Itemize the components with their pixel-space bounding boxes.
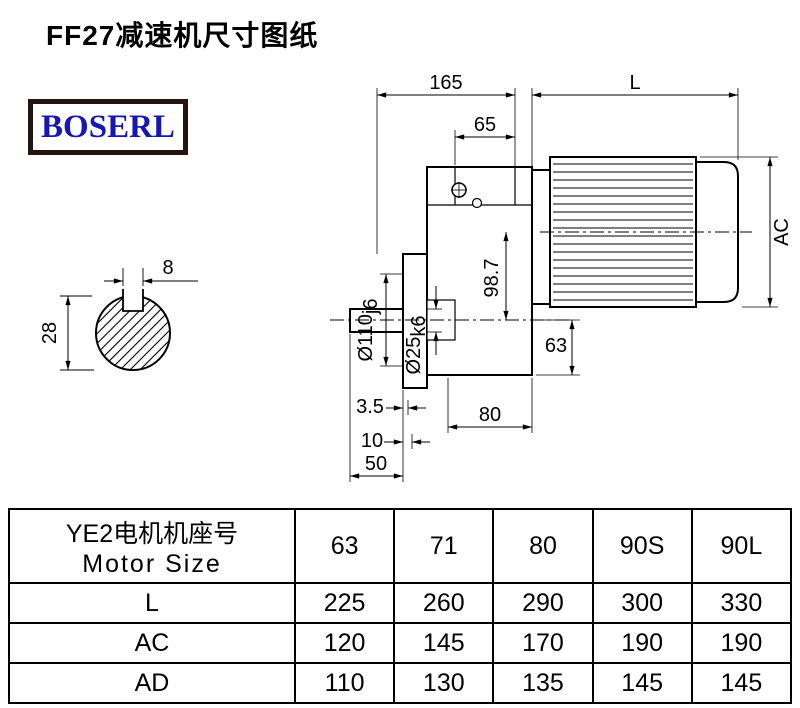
cell-L-80: 290 [492, 582, 594, 624]
table-row-AD: AD 110 130 135 145 145 [8, 662, 793, 704]
cell-L-63: 225 [293, 582, 396, 624]
table-row-AC: AC 120 145 170 190 190 [8, 622, 793, 664]
cell-AC-63: 120 [293, 622, 396, 664]
motor-size-63: 63 [293, 508, 396, 584]
cell-L-71: 260 [393, 582, 495, 624]
boserl-logo: BOSERL [28, 99, 188, 155]
cell-AC-80: 170 [492, 622, 594, 664]
dimension-table: YE2电机机座号 Motor Size 63 71 80 90S 90L L 2… [8, 508, 793, 704]
cell-L-90S: 300 [591, 582, 693, 624]
dim-label-80: 80 [479, 404, 501, 426]
table-header-line1: YE2电机机座号 [65, 519, 239, 548]
dim-label-63: 63 [545, 335, 567, 357]
row-label-AC: AC [8, 622, 296, 664]
dim-label-8: 8 [162, 257, 173, 279]
table-row-L: L 225 260 290 300 330 [8, 582, 793, 624]
dim-label-d25: Ø25k6 [403, 316, 430, 375]
cell-AD-90S: 145 [591, 662, 693, 704]
dim-label-10: 10 [361, 430, 383, 452]
table-header-motor-size: YE2电机机座号 Motor Size [8, 508, 296, 584]
dim-label-65: 65 [474, 114, 496, 136]
gearbox-housing [426, 166, 533, 376]
cell-AD-80: 135 [492, 662, 594, 704]
dim-label-98-7: 98.7 [481, 259, 503, 298]
dim-label-165: 165 [429, 72, 462, 94]
dimension-lines [349, 88, 778, 482]
dim-label-L: L [629, 72, 640, 94]
motor-size-71: 71 [393, 508, 495, 584]
dim-label-AC: AC [771, 218, 793, 246]
motor-size-80: 80 [492, 508, 594, 584]
row-label-AD: AD [8, 662, 296, 704]
table-header-line2: Motor Size [82, 549, 222, 578]
cell-AC-90L: 190 [690, 622, 793, 664]
cell-AC-90S: 190 [591, 622, 693, 664]
technical-drawing: 8 28 [39, 72, 793, 482]
cell-AD-71: 130 [393, 662, 495, 704]
cell-AD-63: 110 [293, 662, 396, 704]
centerlines [330, 231, 752, 321]
dim-label-28: 28 [39, 322, 61, 344]
motor-size-90S: 90S [591, 508, 693, 584]
page-title: FF27减速机尺寸图纸 [46, 20, 319, 51]
cell-AD-90L: 145 [690, 662, 793, 704]
motor-size-90L: 90L [690, 508, 793, 584]
dim-label-d110: Ø110j6 [355, 298, 382, 361]
dim-label-3-5: 3.5 [356, 396, 384, 418]
shaft-section-view [60, 268, 198, 371]
cell-L-90L: 330 [690, 582, 793, 624]
row-label-L: L [8, 582, 296, 624]
motor-flange [531, 169, 551, 305]
dim-label-50: 50 [365, 453, 387, 475]
mounting-hole [471, 197, 483, 209]
cell-AC-71: 145 [393, 622, 495, 664]
